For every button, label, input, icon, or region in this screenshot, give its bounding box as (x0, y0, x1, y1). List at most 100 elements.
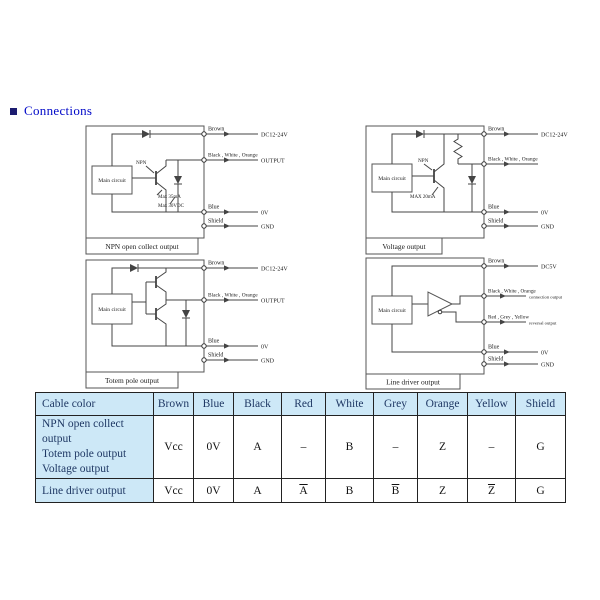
terminal (481, 131, 487, 137)
wire-label-brown: Brown (488, 259, 504, 265)
header-grey: Grey (373, 392, 418, 416)
header-red: Red (281, 392, 326, 416)
terminal (481, 209, 487, 215)
terminal (201, 297, 207, 303)
main-circuit-label: Main circuit (98, 307, 126, 313)
end-label-output: OUTPUT (261, 299, 285, 305)
wire-label-brown: Brown (208, 261, 224, 267)
table-cell: 0V (193, 415, 234, 479)
end-label-0v: 0V (261, 211, 269, 217)
terminal (201, 157, 207, 163)
zener-diode-icon (174, 176, 182, 184)
table-cell: G (515, 478, 566, 503)
bottom-wire (391, 324, 484, 353)
table-cell-overline: Z (467, 478, 516, 503)
top-wire (111, 130, 204, 166)
terminal (481, 161, 487, 167)
upper-transistor-wires (155, 268, 167, 300)
connector-arrow-icon (224, 265, 230, 271)
header-cable-color: Cable color (35, 392, 154, 416)
max-current-note: Max 35mA (158, 195, 181, 200)
diode-icon (130, 264, 138, 272)
connector-arrow-icon (224, 157, 230, 163)
end-label-gnd: GND (261, 225, 275, 231)
top-wire (391, 130, 484, 164)
wire-label-reverse: Red , Grey , Yellow (488, 315, 529, 321)
npn-leader-line (145, 165, 155, 174)
table-cell: Vcc (153, 478, 194, 503)
row-label-cell: NPN open collect output Totem pole outpu… (35, 415, 154, 479)
table-cell: G (515, 415, 566, 479)
terminal (201, 223, 207, 229)
zener-diode-icon (468, 176, 476, 184)
wire-label-shield: Shield (208, 219, 223, 225)
connector-arrow-icon (500, 293, 506, 299)
cable-color-table: Cable color Brown Blue Black Red White G… (35, 392, 566, 503)
wire-label-blue: Blue (488, 205, 500, 211)
end-label-power: DC12-24V (541, 133, 568, 139)
diagram-line-driver: Main circuit Brown DC5V Black , White , … (365, 257, 563, 390)
diode-icon (416, 130, 424, 138)
table-cell-overline: A (281, 478, 326, 503)
header-white: White (325, 392, 374, 416)
table-cell: Vcc (153, 415, 194, 479)
reverse-note: reversal output (529, 320, 557, 325)
table-header-row: Cable color Brown Blue Black Red White G… (35, 392, 566, 416)
table-cell-overline: B (373, 478, 418, 503)
row-label-line: Totem pole output (42, 448, 127, 460)
connector-arrow-icon (504, 161, 510, 167)
terminal (481, 361, 487, 367)
wire-label-signal: Black , White , Orange (488, 157, 538, 163)
npn-label: NPN (136, 160, 147, 166)
wire-label-brown: Brown (488, 127, 504, 133)
table-cell: – (281, 415, 326, 479)
section-title: Connections (10, 103, 92, 119)
external-wires (206, 133, 258, 227)
caption-box (85, 237, 199, 255)
diagram-caption: Line driver output (386, 378, 441, 387)
top-wire (111, 264, 204, 294)
table-cell: B (325, 415, 374, 479)
connector-arrow-icon (224, 343, 230, 349)
resistor-icon (453, 134, 463, 164)
row-label-line: NPN open collect output (42, 418, 124, 445)
diagram-caption: NPN open collect output (105, 242, 179, 251)
terminal (201, 265, 207, 271)
zener-wires (182, 300, 190, 346)
caption-box (365, 373, 461, 390)
transistor-wires (132, 159, 204, 212)
lower-transistor-wires (155, 300, 167, 346)
header-black: Black (233, 392, 282, 416)
note-leader-line (431, 186, 439, 196)
top-wire (391, 265, 484, 296)
connector-arrow-icon (504, 263, 510, 269)
end-label-0v: 0V (541, 351, 549, 357)
connector-arrow-icon (224, 209, 230, 215)
base-wires (132, 281, 156, 315)
diode-icon (142, 130, 150, 138)
section-title-text: Connections (24, 103, 93, 118)
connector-arrow-icon (504, 131, 510, 137)
wire-label-blue: Blue (488, 345, 500, 351)
main-circuit-label: Main circuit (378, 176, 406, 182)
circuit-box (365, 257, 485, 375)
zener-diode-icon (182, 310, 190, 318)
connector-arrow-icon (504, 209, 510, 215)
end-label-gnd: GND (541, 225, 555, 231)
table-row: Line driver output Vcc 0V A A B B Z Z G (35, 478, 566, 503)
connector-arrow-icon (504, 361, 510, 367)
end-label-output: OUTPUT (261, 159, 285, 165)
wire-label-shield: Shield (208, 353, 223, 359)
connector-arrow-icon (224, 131, 230, 137)
npn-leader-line (423, 163, 433, 171)
table-cell: 0V (193, 478, 234, 503)
connector-arrow-icon (504, 223, 510, 229)
diagram-caption: Voltage output (382, 242, 426, 251)
terminal (201, 343, 207, 349)
external-wires (486, 265, 538, 365)
external-wires (486, 133, 538, 227)
inversion-bubble-icon (437, 309, 443, 315)
diagram-totem-pole: Main circuit Brown DC12-24V Black , Whit… (85, 259, 288, 389)
wire-label-brown: Brown (208, 127, 224, 133)
